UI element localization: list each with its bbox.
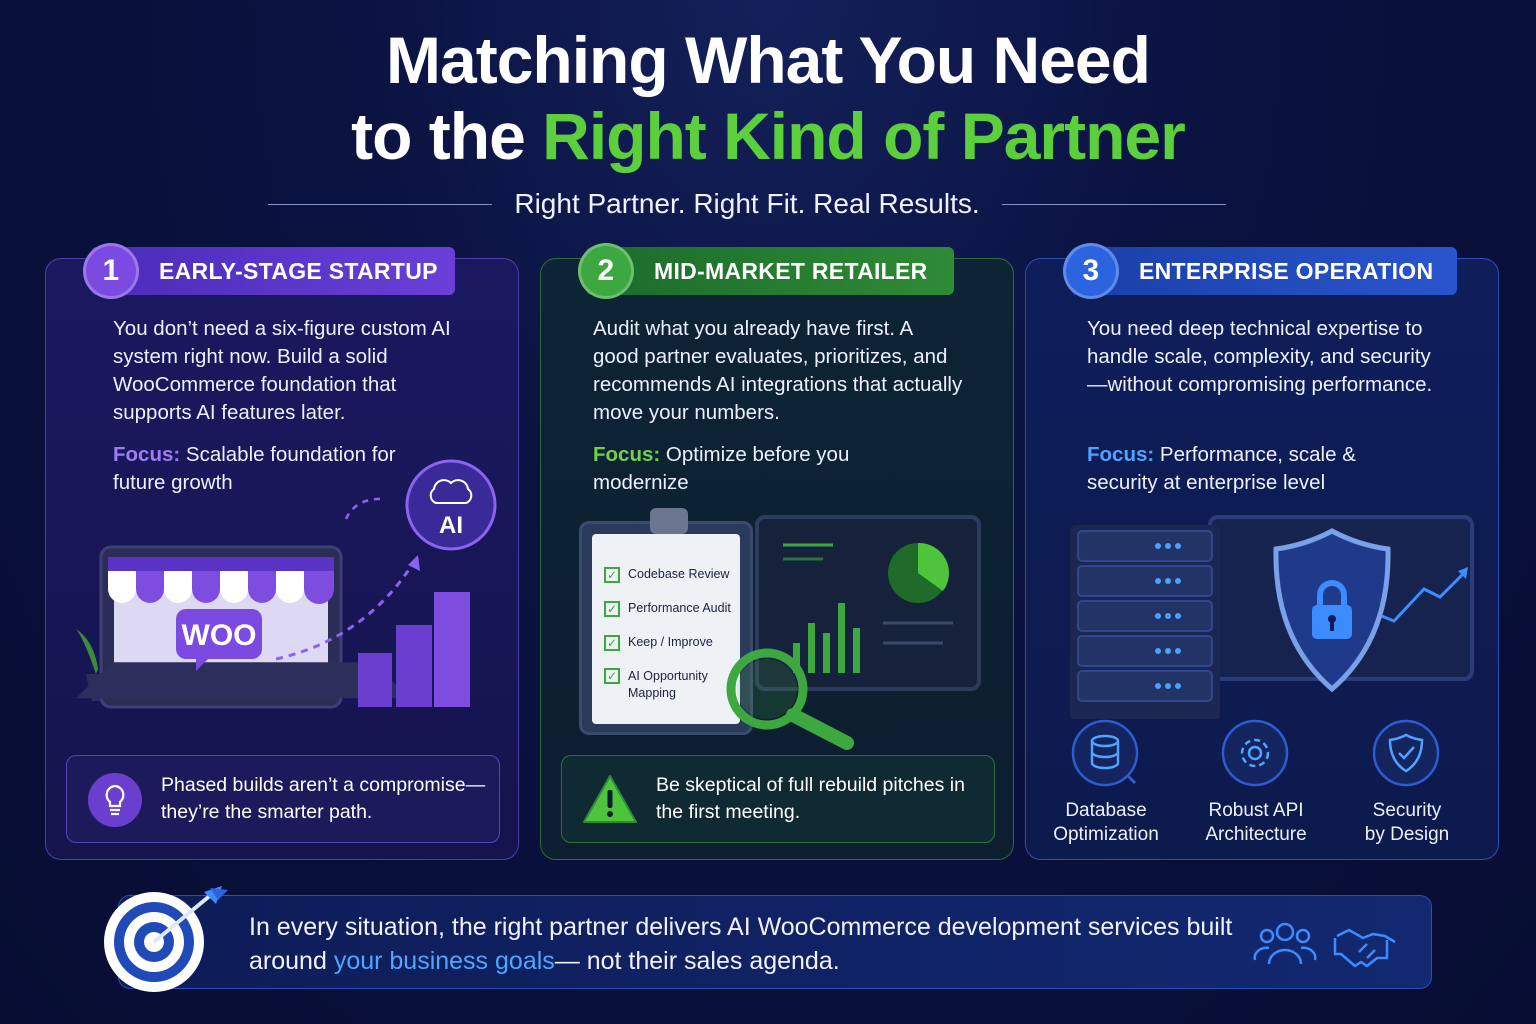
team-icon (1253, 922, 1317, 965)
check-icon: ✓ (604, 634, 620, 651)
checklist: ✓Codebase Review ✓Performance Audit ✓Kee… (604, 566, 731, 702)
card-description: You need deep technical expertise to han… (1087, 317, 1433, 396)
card-label: ENTERPRISE OPERATION (1139, 257, 1434, 284)
woo-logo: WOO (176, 609, 262, 671)
check-icon: ✓ (604, 668, 620, 684)
growth-bars (358, 592, 470, 707)
feature-robust-api-architecture: Robust API Architecture (1186, 719, 1326, 847)
warning-icon (583, 775, 637, 823)
card-enterprise-operation: 3 ENTERPRISE OPERATION You need deep tec… (1025, 243, 1499, 860)
feature-database-optimization: Database Optimization (1036, 719, 1176, 847)
handshake-icon (1333, 928, 1396, 968)
title-line-1: Matching What You Need (386, 23, 1151, 97)
card-note: Be skeptical of full rebuild pitches in … (561, 755, 995, 843)
shield-check-icon (1372, 719, 1440, 787)
focus-label: Focus: (113, 443, 181, 466)
check-icon: ✓ (604, 600, 620, 617)
focus-text: Optimize before you modernize (593, 443, 850, 494)
ai-badge-text: AI (439, 512, 463, 539)
shield-lock-icon (1273, 528, 1391, 693)
check-icon: ✓ (604, 566, 620, 583)
card-focus: Focus: Scalable foundation for future gr… (113, 441, 453, 497)
banner-text: In every situation, the right partner de… (249, 913, 1233, 975)
card-label: EARLY-STAGE STARTUP (159, 257, 438, 284)
checklist-item: ✓Performance Audit (604, 600, 731, 617)
card-badge: 1 EARLY-STAGE STARTUP (83, 243, 455, 299)
title-line-2: to the Right Kind of Partner (0, 98, 1536, 174)
awning-icon (108, 557, 334, 604)
woo-logo-text: WOO (182, 619, 257, 652)
card-badge: 3 ENTERPRISE OPERATION (1063, 243, 1457, 299)
card-number: 3 (1063, 243, 1119, 299)
server-rack-icon (1070, 525, 1220, 719)
ai-brain-icon: AI (405, 459, 497, 551)
card-focus: Focus: Optimize before you modernize (593, 441, 893, 497)
checklist-item: ✓Codebase Review (604, 566, 731, 583)
focus-text: Performance, scale & security at enterpr… (1087, 443, 1356, 494)
subtitle-row: Right Partner. Right Fit. Real Results. (268, 184, 1227, 224)
feature-label: Database Optimization (1053, 800, 1159, 845)
feature-security-by-design: Security by Design (1337, 719, 1477, 847)
bottom-banner: In every situation, the right partner de… (118, 895, 1432, 989)
target-icon (104, 886, 228, 992)
card-label: MID-MARKET RETAILER (654, 257, 928, 284)
banner-highlight: your business goals (333, 947, 555, 975)
subtitle: Right Partner. Right Fit. Real Results. (514, 188, 980, 219)
team-handshake-icons (1253, 922, 1396, 968)
card-description: Audit what you already have first. A goo… (593, 317, 963, 424)
checklist-clipboard: ✓Codebase Review ✓Performance Audit ✓Kee… (579, 508, 753, 735)
checklist-item: ✓Keep / Improve (604, 634, 731, 651)
magnifier-icon (726, 648, 854, 750)
card-number: 2 (578, 243, 634, 299)
title-prefix: to the (351, 99, 526, 173)
card-focus: Focus: Performance, scale & security at … (1087, 441, 1387, 497)
feature-label: Security by Design (1364, 800, 1450, 845)
card-number: 1 (83, 243, 139, 299)
card-description: You don’t need a six-figure custom AI sy… (113, 317, 451, 424)
page-title: Matching What You Need to the Right Kind… (0, 22, 1536, 174)
feature-label: Robust API Architecture (1205, 800, 1307, 845)
database-icon (1071, 719, 1139, 787)
title-highlight: Right Kind of Partner (542, 99, 1186, 173)
gear-icon (1221, 719, 1289, 787)
focus-label: Focus: (1087, 443, 1155, 466)
note-text: Phased builds aren’t a compromise—they’r… (161, 774, 486, 823)
card-badge: 2 MID-MARKET RETAILER (578, 243, 954, 299)
lightbulb-icon (88, 773, 142, 827)
focus-text: Scalable foundation for future growth (113, 443, 396, 494)
focus-label: Focus: (593, 443, 661, 466)
card-early-stage-startup: 1 EARLY-STAGE STARTUP You don’t need a s… (45, 243, 519, 860)
card-mid-market-retailer: 2 MID-MARKET RETAILER Audit what you alr… (540, 243, 1014, 860)
divider-left (268, 203, 493, 205)
divider-right (1001, 203, 1227, 205)
storefront-illustration: WOO AI (76, 459, 497, 709)
server-security-illustration (1070, 515, 1474, 719)
dashboard-monitor-icon (755, 515, 981, 691)
clipboard-clip (650, 508, 688, 534)
card-note: Phased builds aren’t a compromise—they’r… (66, 755, 500, 843)
note-text: Be skeptical of full rebuild pitches in … (656, 774, 965, 823)
